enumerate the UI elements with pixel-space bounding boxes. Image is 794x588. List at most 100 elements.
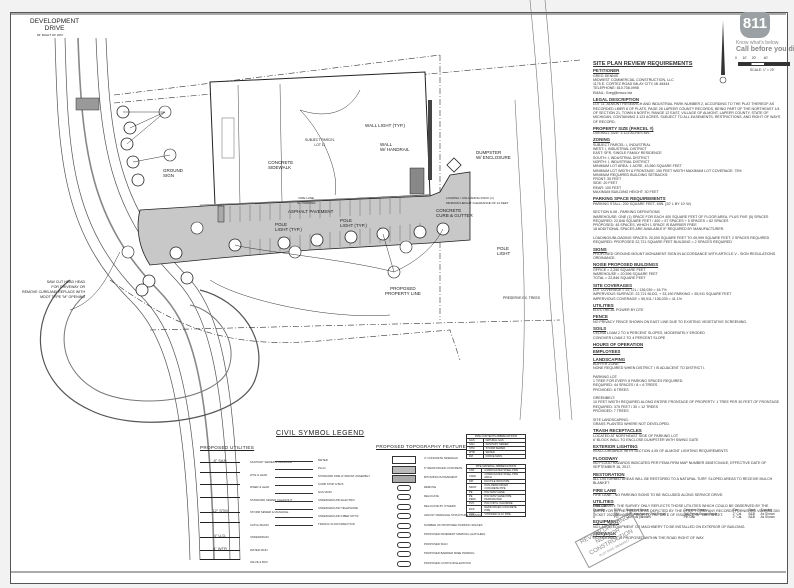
- legend-line-sample: [275, 467, 313, 470]
- legend-line-sample: [200, 496, 240, 498]
- property-line-label: PROPOSED PROPERTY LINE: [385, 286, 421, 296]
- notes-section-heading: NOISE PROPOSED BUILDINGS: [593, 262, 659, 268]
- legend-description: UNDERGROUND ELECTRIC: [318, 498, 355, 502]
- legend-description: METER: [318, 458, 328, 462]
- legend-description: UNDERGROUND FIBER OPTIC: [318, 514, 359, 518]
- plant-list-header: Common Name: [683, 507, 706, 512]
- notes-section-text: CELINA LOAM 2 TO 6 PERCENT SLOPES, MODER…: [593, 331, 705, 340]
- legend-description: CURB STOP & BOX: [318, 482, 344, 486]
- plant-list-cell: B&B: [748, 511, 755, 516]
- abbreviation-row: PE PERF.POLYETHYLENE PIPE PERFORATED: [465, 494, 526, 502]
- legend-line-sample: [275, 507, 313, 510]
- plant-list-cell: 8: [593, 515, 595, 520]
- pole-light-label-3: POLE LIGHT: [497, 246, 511, 256]
- legend-symbol: [397, 503, 411, 510]
- legend-description: 6" REINFORCED CONCRETE: [424, 465, 463, 470]
- legend-line-sample: [275, 515, 313, 518]
- plant-list-cell: Fall Fiesta Sugar Maple: [683, 511, 718, 516]
- pole-light-label-1: POLE LIGHT (TYP.): [275, 222, 302, 232]
- notes-section-heading: RESTORATION: [593, 471, 625, 477]
- wall-handrail-label: WALL W/ HANDRAIL: [380, 142, 410, 152]
- legend-description: WYE & LEAD: [250, 472, 268, 477]
- abbreviation-cell: NON-REINFORCED CONCRETE PIPE: [481, 483, 526, 491]
- legend-symbol: [392, 456, 416, 464]
- notes-section-heading: FIRE LANE: [593, 487, 617, 493]
- plant-list-cell: Quercus palustris: [626, 515, 651, 520]
- notes-section-heading: UTILITIES: [593, 499, 614, 505]
- legend-description: BITUMINOUS PAVEMENT: [424, 475, 458, 479]
- legend-line-sample: [275, 523, 313, 526]
- legend-description: SANITARY SEWER & MANHOLE: [250, 460, 292, 464]
- legend-description: RELOCATE: [424, 494, 439, 498]
- notes-section-heading: EQUIPMENT: [593, 519, 620, 525]
- notes-section-heading: SIDEWALK: [593, 530, 617, 536]
- legend-description: PROPOSED BARRIER FREE PARKING: [424, 551, 475, 555]
- plant-list-header: Botanical Name: [626, 507, 649, 512]
- logo-line-1: Know what's below.: [736, 40, 780, 46]
- plant-list-header: Quantity: [593, 507, 605, 512]
- plant-list-cell: As Shown: [760, 515, 775, 520]
- notes-section-heading: HOURS OF OPERATION: [593, 341, 644, 347]
- notes-section-text: NO LARGE EQUIPMENT OR MACHINERY TO BE IN…: [593, 524, 746, 529]
- notes-section-text: ALL DISTURBED AREAS WILL BE RESTORED TO …: [593, 476, 773, 486]
- ground-sign-label: GROUND SIGN: [163, 168, 183, 178]
- utilities-title: PROPOSED UTILITIES: [200, 445, 255, 450]
- legend-description: NUMBER OF PROPOSED PARKING SPACES: [424, 522, 483, 527]
- legend-description: TRAFFIC FLOW DIRECTION: [318, 522, 355, 526]
- legend-description: PROPOSED PAVEMENT MARKING (HATCHED): [424, 532, 486, 536]
- scale-label: SCALE: 1" = 20': [750, 68, 775, 72]
- legend-line-sample: [200, 521, 240, 523]
- notes-title: SITE PLAN REVIEW REQUIREMENTS: [593, 61, 693, 67]
- notes-section-heading: TRASH RECEPTACLES: [593, 428, 642, 434]
- plant-list-cell: As Shown: [760, 511, 775, 516]
- notes-section-heading: LANDSCAPING: [593, 356, 626, 362]
- legend-description: CATCH BASIN: [250, 522, 269, 527]
- notes-section-text: NO PRIVACY FENCE SHOWN ON EAST LINE DUE …: [593, 319, 748, 324]
- legend-symbol: [397, 551, 411, 557]
- legend-description: REMOVE: [424, 484, 437, 489]
- legend-description: RISER & LEAD: [250, 485, 270, 489]
- legend-line-sample: [275, 459, 313, 462]
- legend-symbol: [397, 513, 411, 519]
- notes-section-text: FIRE LANE - NO PARKING SIGNS TO BE INCLU…: [593, 492, 724, 497]
- logo-line-2: Call before you dig.: [736, 46, 794, 53]
- legend-symbol: [397, 560, 411, 567]
- notes-section-text: SUBJECT PARCEL: I, INDUSTRIAL WEST: I, I…: [593, 142, 742, 195]
- street-label: DEVELOPMENT DRIVE: [30, 18, 80, 32]
- abbreviation-cell: CORRUGATED STEEL PIPE ARCH: [481, 472, 526, 480]
- subject-parcel-label: SUBJECT PARCEL LOT 11: [305, 138, 335, 147]
- legend-symbol: [397, 532, 411, 538]
- preserve-trees-label: PRESERVE EX. TREES: [503, 296, 540, 300]
- plant-list-caption: Plant List: [593, 504, 607, 508]
- plant-list-header: Size: [732, 507, 739, 512]
- abbreviation-cell: RCP: [465, 505, 483, 513]
- abbreviation-cell: PE PERF.: [465, 494, 483, 502]
- plant-list-cell: Pin Oak: [683, 515, 695, 520]
- abbreviation-cell: CSPA: [465, 472, 483, 480]
- legend-description: PROPOSED CONTOUR ELEVATION: [424, 560, 471, 565]
- notes-section-heading: ZONING: [593, 137, 611, 143]
- notes-section-heading: SIGNS: [593, 246, 607, 252]
- site-plan-notes: SITE PLAN REVIEW REQUIREMENTS PETITIONER…: [593, 61, 783, 541]
- legend-title: CIVIL SYMBOL LEGEND: [276, 430, 365, 437]
- concrete-sidewalk-label: CONCRETE SIDEWALK: [268, 160, 294, 170]
- abbreviation-cell: POLYETHYLENE PIPE PERFORATED: [481, 494, 526, 502]
- legend-line-sample: [275, 499, 313, 502]
- notes-section-text: BUFFER ZONE: NONE REQUIRED WHEN DISTRICT…: [593, 361, 780, 426]
- legend-description: STORM SEWER & MANHOLE: [250, 510, 289, 514]
- legend-description: WATER MAIN: [250, 547, 268, 552]
- notes-section-text: NO SIDEWALK IS PROPOSED WITHIN THE ROAD …: [593, 536, 705, 541]
- legend-line-sample: 4" U.D.: [200, 534, 240, 538]
- abbreviation-cell: VCP: [465, 512, 483, 517]
- pole-light-label-2: POLE LIGHT (TYP.): [340, 218, 367, 228]
- notes-section-text: IN ACCORDANCE WITH SECTION 4.05 OF ALMON…: [593, 449, 728, 454]
- notes-section-text: ELECTRICAL POWER BY DTE: [593, 308, 644, 313]
